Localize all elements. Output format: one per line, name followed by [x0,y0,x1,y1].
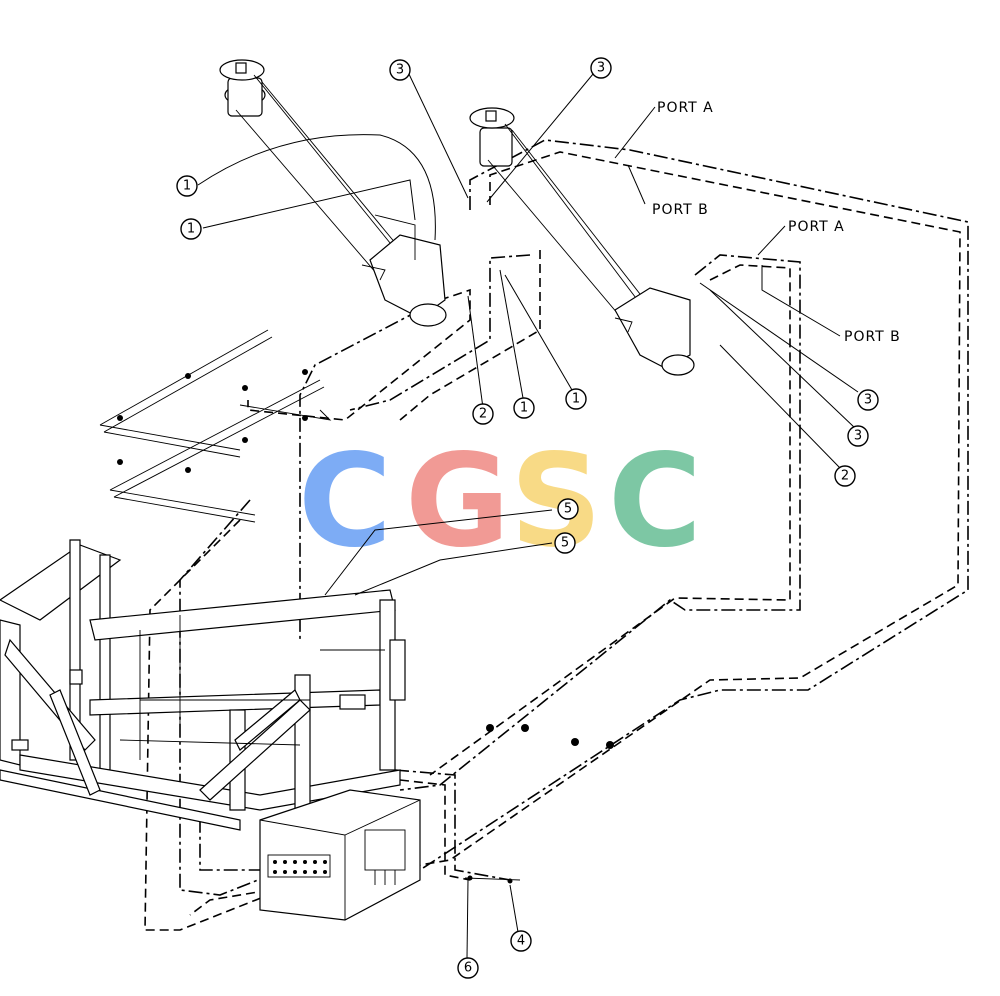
callout-5-lower: 5 [554,532,576,554]
svg-text:1: 1 [520,401,528,416]
callout-2-left: 2 [472,403,494,425]
right-actuator [469,107,695,376]
control-box-terminals [267,829,406,885]
port-a-label-upper: PORT A [657,100,714,116]
svg-text:3: 3 [854,429,862,444]
watermark-letter-s: S [510,427,602,576]
svg-text:5: 5 [561,536,569,551]
watermark-letter-c1: C [298,427,392,576]
callout-3-right-lower: 3 [847,425,869,447]
svg-text:6: 6 [464,961,472,976]
mounting-rails [99,329,332,523]
watermark-letter-c2: C [608,427,702,576]
callout-1-top: 1 [176,175,198,197]
callout-2-right: 2 [834,465,856,487]
callout-6: 6 [457,957,479,979]
watermark-letter-g: G [405,427,510,576]
svg-text:2: 2 [841,469,849,484]
svg-text:1: 1 [187,222,195,237]
callout-5-upper: 5 [557,498,579,520]
svg-text:3: 3 [864,393,872,408]
svg-text:4: 4 [517,934,525,949]
port-a-label-right: PORT A [788,219,845,235]
svg-text:3: 3 [597,61,605,76]
left-actuator [219,59,447,327]
callout-1-lower-right: 1 [565,388,587,410]
fitting-assembly [464,875,521,884]
port-labels: PORT A PORT B PORT A PORT B [652,100,901,345]
svg-text:2: 2 [479,407,487,422]
svg-text:3: 3 [396,63,404,78]
callout-1-second: 1 [180,218,202,240]
callout-4: 4 [510,930,532,952]
callout-balloons: 1 1 1 1 2 2 3 3 [176,57,879,979]
callout-3-top-left: 3 [389,59,411,81]
port-b-label-right: PORT B [844,329,901,345]
svg-text:1: 1 [183,179,191,194]
cgsc-watermark: C G S C [298,427,702,576]
svg-text:5: 5 [564,502,572,517]
base-frame [0,539,421,921]
callout-3-right-upper: 3 [857,389,879,411]
leader-lines [197,67,859,959]
callout-3-top-right: 3 [590,57,612,79]
callout-1-lower-left: 1 [513,397,535,419]
port-b-label-upper: PORT B [652,202,709,218]
svg-text:1: 1 [572,392,580,407]
